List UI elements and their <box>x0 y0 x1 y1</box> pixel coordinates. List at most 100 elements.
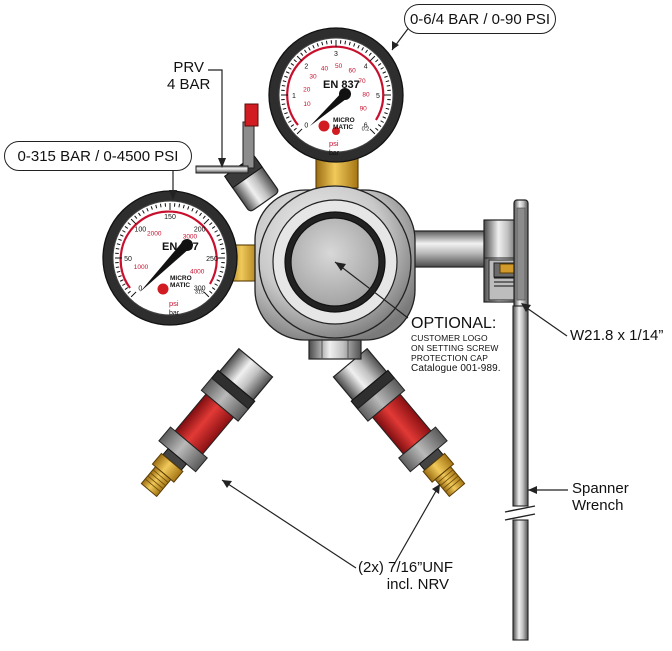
optional-note-4: Catalogue 001-989. <box>411 363 501 375</box>
hg-tick <box>155 204 158 209</box>
hg-tick <box>195 210 198 214</box>
leader-prv <box>208 69 223 166</box>
hg-tick <box>127 290 131 294</box>
low-gauge-logo-dot <box>318 120 330 132</box>
lg-tick <box>348 41 351 46</box>
hg-tick <box>214 230 218 233</box>
low-gauge-standard: EN 837 <box>323 79 360 91</box>
spanner-label-line-1: Spanner <box>572 480 629 497</box>
lg-tick <box>382 71 387 74</box>
hg-tick <box>211 287 216 290</box>
lg-inner-tick-label: 20 <box>303 87 311 94</box>
leader-thread <box>523 305 568 337</box>
lg-tick <box>377 63 382 66</box>
hg-tick <box>216 234 221 237</box>
lg-tick <box>282 80 287 83</box>
leader-outlet-right <box>391 483 441 569</box>
lg-tick <box>386 84 391 87</box>
prv-label-line-2: 4 BAR <box>167 75 211 93</box>
hg-tick <box>209 290 213 294</box>
lg-tick <box>290 124 295 127</box>
hg-outer-tick-label: 100 <box>134 226 146 233</box>
hg-tick <box>191 207 194 212</box>
optional-note-2: ON SETTING SCREW <box>411 342 499 353</box>
hg-tick <box>119 279 124 282</box>
hg-tick <box>116 243 121 246</box>
lg-tick <box>365 49 368 54</box>
hg-tick <box>219 270 224 273</box>
hg-tick <box>216 279 221 282</box>
hg-tick <box>124 226 129 229</box>
lg-tick <box>284 75 288 78</box>
optional-note-1: CUSTOMER LOGO <box>411 333 488 343</box>
lg-tick <box>380 67 384 70</box>
lg-tick <box>316 43 319 47</box>
spanner-wrench <box>504 199 536 641</box>
lg-tick <box>308 47 311 51</box>
lg-inner-tick-label: 10 <box>303 101 311 108</box>
lg-tick <box>312 44 315 49</box>
optional-note-3: PROTECTION CAP <box>411 352 488 363</box>
lg-tick <box>375 59 379 63</box>
hg-tick <box>209 222 213 226</box>
optional-notes: CUSTOMER LOGO ON SETTING SCREW PROTECTIO… <box>411 333 501 375</box>
lg-tick <box>304 49 307 54</box>
lg-inner-tick-label: 80 <box>362 92 370 99</box>
lg-tick <box>293 127 297 131</box>
hg-tick <box>118 238 122 241</box>
hg-tick <box>146 207 149 212</box>
lg-outer-tick-label: 2 <box>304 63 308 70</box>
thread-size-label: W21.8 x 1/14” <box>570 327 664 344</box>
lg-outer-tick-label: 5 <box>376 93 380 100</box>
leader-optional <box>334 261 409 319</box>
lg-tick <box>325 40 328 45</box>
outlet-label: (2x) 7/16”UNF incl. NRV <box>358 559 453 594</box>
hg-outer-tick-label: 300 <box>194 286 206 293</box>
hg-tick <box>134 215 138 219</box>
hg-outer-tick-label: 50 <box>124 256 132 263</box>
prv-valve <box>195 103 279 212</box>
lg-tick <box>296 128 303 135</box>
hg-tick <box>220 247 225 250</box>
lg-tick <box>281 103 286 106</box>
lg-tick <box>384 112 388 115</box>
hg-tick <box>130 218 137 225</box>
hg-tick <box>220 266 225 269</box>
hg-tick <box>182 204 185 209</box>
low-gauge-inner-unit: psi <box>329 139 339 148</box>
leader-arrowheads <box>169 41 537 494</box>
lg-tick <box>382 116 387 119</box>
hg-tick <box>119 234 124 237</box>
hg-tick <box>122 230 126 233</box>
hg-tick <box>142 210 145 214</box>
hg-tick <box>115 247 120 250</box>
lg-tick <box>357 44 360 49</box>
lg-tick <box>380 120 384 123</box>
hg-outer-tick-label: 200 <box>194 226 206 233</box>
high-gauge-brand-2: MATIC <box>170 282 190 289</box>
lg-outer-tick-label: 1 <box>292 93 296 100</box>
lg-outer-tick-label: 6 <box>364 123 368 130</box>
lg-inner-tick-label: 30 <box>309 74 317 81</box>
lg-tick <box>284 112 288 115</box>
hg-inner-tick-label: 3000 <box>183 234 198 241</box>
hg-extra-mark: 315 <box>195 289 204 295</box>
lg-inner-tick-label: 50 <box>335 63 343 70</box>
lg-tick <box>385 80 390 83</box>
lg-tick <box>369 55 376 62</box>
spanner-label: Spanner Wrench <box>572 480 629 515</box>
hg-inner-tick-label: 4000 <box>190 269 205 276</box>
outlet-label-line-2: incl. NRV <box>386 575 450 593</box>
lg-outer-tick-label: 3 <box>334 51 338 58</box>
hg-tick <box>214 283 218 286</box>
hg-tick <box>150 206 153 210</box>
outlet-left-thread <box>140 465 172 498</box>
hg-tick <box>203 291 210 298</box>
lg-inner-tick-label: 40 <box>321 65 329 72</box>
hg-tick <box>187 206 190 210</box>
lg-tick <box>288 67 292 70</box>
lg-tick <box>321 41 324 46</box>
